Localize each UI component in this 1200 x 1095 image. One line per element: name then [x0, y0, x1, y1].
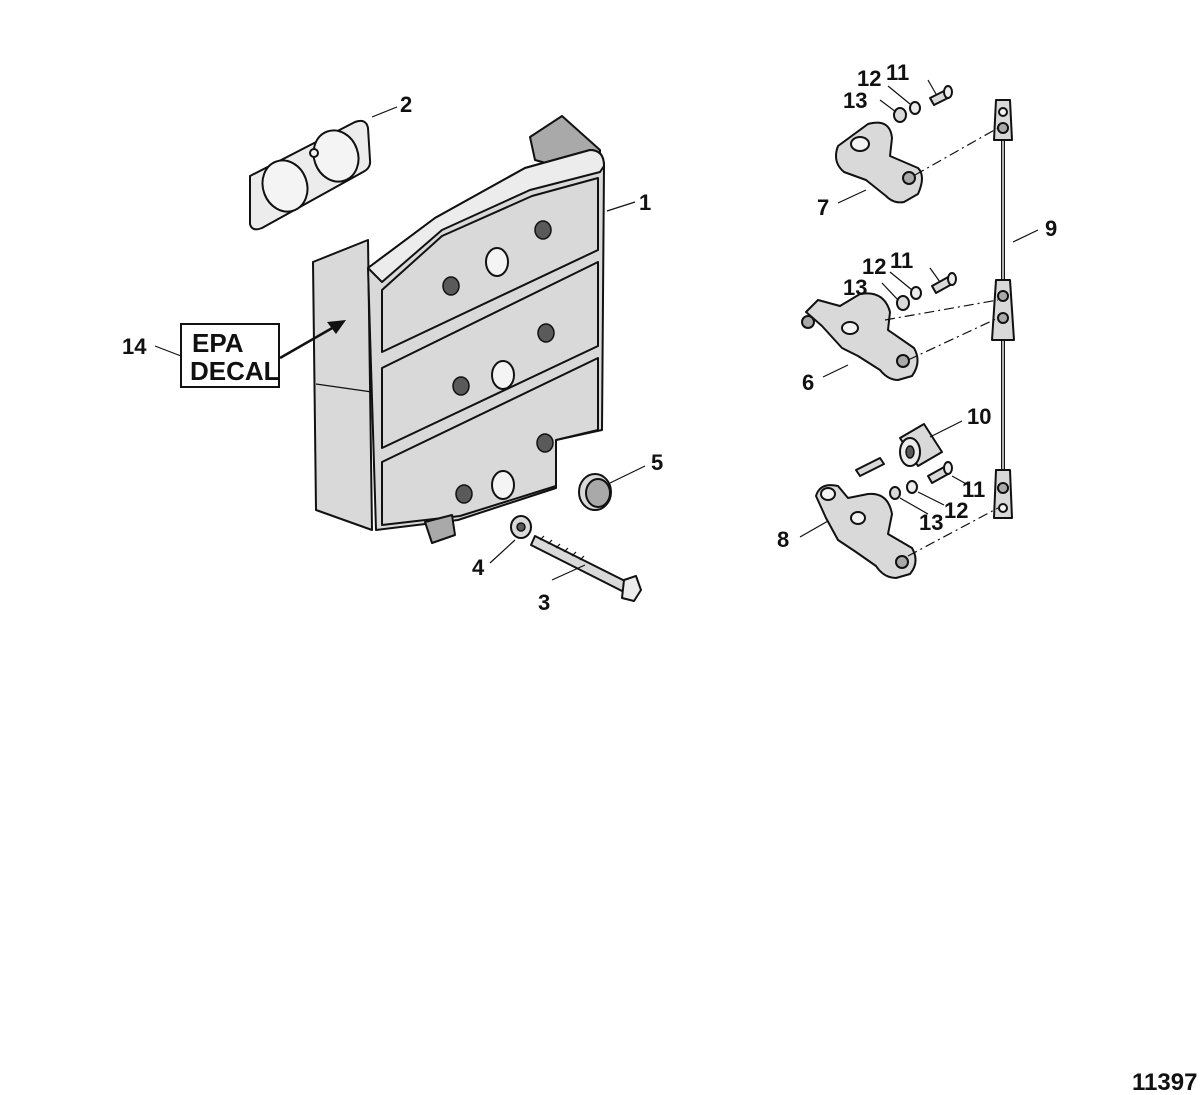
bushing-part-10 — [899, 423, 943, 467]
decal-arrow — [279, 325, 335, 360]
callout-3: 3 — [538, 590, 550, 615]
gasket-part-2 — [249, 119, 372, 231]
figure-number: 11397 — [1132, 1069, 1197, 1095]
callout-6: 6 — [802, 370, 814, 395]
lever-part-7 — [835, 121, 923, 204]
plug-part-5 — [578, 473, 612, 511]
leader-lines — [154, 79, 1039, 581]
lever-part-8 — [815, 457, 917, 579]
bolt-part-3 — [530, 535, 642, 602]
decal-line-1: EPA — [192, 328, 244, 358]
callout-13-middle: 13 — [843, 275, 867, 300]
callout-11-lower: 11 — [962, 477, 985, 502]
callout-13-lower: 13 — [919, 510, 943, 535]
callout-5: 5 — [651, 450, 663, 475]
callout-13-upper: 13 — [843, 88, 867, 113]
fasteners-upper — [893, 85, 953, 123]
callout-12-lower: 12 — [944, 498, 968, 523]
decal-line-2: DECAL — [190, 356, 280, 386]
callout-11-middle: 11 — [890, 248, 913, 273]
callout-12-middle: 12 — [862, 254, 886, 279]
washer-part-4 — [510, 515, 532, 539]
callout-12-upper: 12 — [857, 66, 881, 91]
housing-part-1 — [312, 115, 605, 544]
fasteners-middle — [896, 272, 957, 311]
callout-10: 10 — [967, 404, 991, 429]
lever-part-6 — [801, 292, 919, 381]
callout-7: 7 — [817, 195, 829, 220]
alignment-lines — [884, 127, 999, 557]
callout-11-upper: 11 — [886, 60, 909, 85]
callout-2: 2 — [400, 92, 412, 117]
callout-9: 9 — [1045, 216, 1057, 241]
fasteners-lower — [889, 461, 953, 500]
callout-14: 14 — [122, 334, 147, 359]
callouts: 1 2 3 4 5 6 7 8 9 10 11 12 13 11 12 13 1… — [122, 60, 1057, 615]
callout-4: 4 — [472, 555, 485, 580]
link-rod-part-9 — [991, 99, 1015, 519]
callout-8: 8 — [777, 527, 789, 552]
callout-1: 1 — [639, 190, 651, 215]
